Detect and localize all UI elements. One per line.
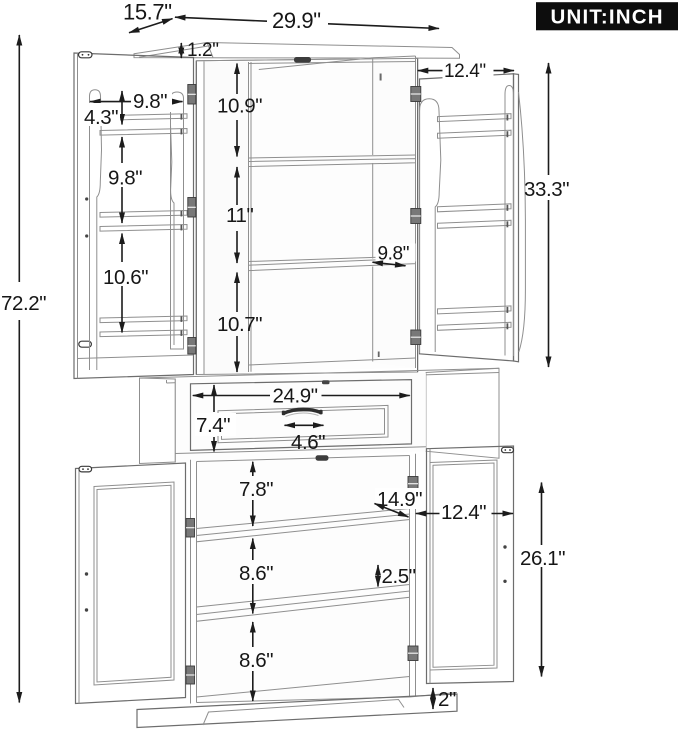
svg-text:UNIT:INCH: UNIT:INCH xyxy=(551,6,664,29)
svg-text:4.3": 4.3" xyxy=(84,106,118,129)
svg-text:10.7": 10.7" xyxy=(217,313,262,336)
svg-text:33.3": 33.3" xyxy=(524,178,569,201)
svg-text:2.5": 2.5" xyxy=(382,565,416,588)
svg-text:9.8": 9.8" xyxy=(378,244,410,265)
svg-text:10.9": 10.9" xyxy=(217,95,262,118)
svg-text:11": 11" xyxy=(226,204,253,227)
svg-text:29.9": 29.9" xyxy=(272,8,321,33)
svg-text:7.4": 7.4" xyxy=(196,414,230,437)
svg-text:12.4": 12.4" xyxy=(441,501,486,524)
svg-text:72.2": 72.2" xyxy=(1,292,46,315)
svg-text:26.1": 26.1" xyxy=(520,547,565,570)
svg-text:24.9": 24.9" xyxy=(273,385,318,408)
svg-text:8.6": 8.6" xyxy=(239,649,273,672)
svg-text:4.6": 4.6" xyxy=(291,431,325,454)
svg-text:10.6": 10.6" xyxy=(103,266,148,289)
svg-text:2": 2" xyxy=(438,688,456,711)
svg-text:9.8": 9.8" xyxy=(133,90,167,113)
svg-text:1.2": 1.2" xyxy=(187,40,219,61)
svg-text:12.4": 12.4" xyxy=(444,61,486,82)
svg-text:7.8": 7.8" xyxy=(239,478,273,501)
svg-text:8.6": 8.6" xyxy=(239,562,273,585)
svg-text:9.8": 9.8" xyxy=(108,167,142,190)
svg-text:15.7": 15.7" xyxy=(123,0,172,25)
